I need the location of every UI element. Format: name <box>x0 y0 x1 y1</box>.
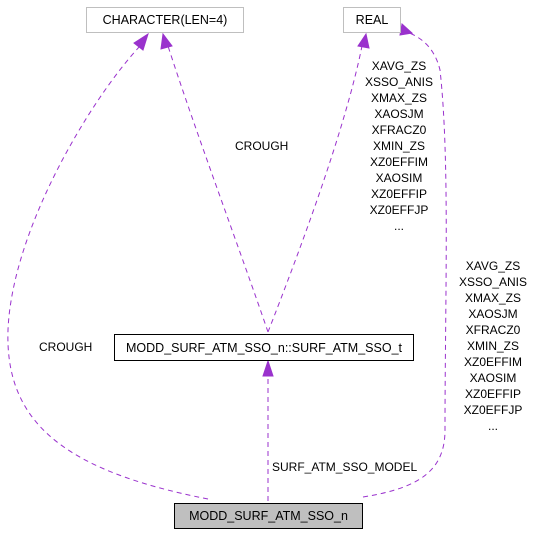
edge-label-item: XZ0EFFIM <box>369 155 428 169</box>
edge-label-item: XFRACZ0 <box>465 323 521 337</box>
edge-label-item: XMAX_ZS <box>370 91 427 105</box>
real-node-label: REAL <box>355 13 389 27</box>
sso-type-node-label: MODD_SURF_ATM_SSO_n::SURF_ATM_SSO_t <box>126 340 402 355</box>
character-node-label: CHARACTER(LEN=4) <box>102 13 228 27</box>
edge-label-crough-left: CROUGH <box>39 340 93 354</box>
edge-label-item: XSSO_ANIS <box>458 275 528 289</box>
edge-character-to-module-arrowhead <box>133 32 149 51</box>
edge-label-item: XAOSIM <box>375 171 423 185</box>
edge-label-item: XMAX_ZS <box>464 291 521 305</box>
edge-sso-type-to-module-arrowhead <box>262 359 274 377</box>
edge-label-item: ... <box>393 219 404 233</box>
character-node[interactable]: CHARACTER(LEN=4) <box>86 7 244 33</box>
edge-label-item: ... <box>487 419 498 433</box>
edge-label-item: XAVG_ZS <box>371 59 427 73</box>
edge-label-item: XSSO_ANIS <box>364 75 434 89</box>
edge-label-item: XZ0EFFIP <box>464 387 521 401</box>
edge-label-item: XZ0EFFIM <box>463 355 522 369</box>
edge-label-crough-middle: CROUGH <box>235 139 289 153</box>
edge-label-item: XFRACZ0 <box>371 123 427 137</box>
edge-label-item: XAVG_ZS <box>465 259 521 273</box>
sso-type-node[interactable]: MODD_SURF_ATM_SSO_n::SURF_ATM_SSO_t <box>114 334 414 361</box>
edge-label-item: XZ0EFFJP <box>369 203 429 217</box>
edge-real-to-module <box>362 29 447 498</box>
edge-real-to-module-arrowhead <box>399 23 414 36</box>
edge-character-to-module <box>7 45 209 500</box>
edge-label-item: XZ0EFFJP <box>463 403 523 417</box>
module-node[interactable]: MODD_SURF_ATM_SSO_n <box>174 503 363 529</box>
real-node[interactable]: REAL <box>343 7 401 33</box>
module-node-label: MODD_SURF_ATM_SSO_n <box>189 509 348 523</box>
edge-label-stack-real-to-module: XAVG_ZS XSSO_ANIS XMAX_ZS XAOSJM XFRACZ0… <box>446 258 540 434</box>
edge-label-item: XAOSJM <box>468 307 518 321</box>
edge-real-to-sso-type <box>267 45 363 333</box>
edge-character-to-sso-type-arrowhead <box>160 32 173 50</box>
edge-label-item: XMIN_ZS <box>372 139 425 153</box>
edge-label-stack-real-to-sso-type: XAVG_ZS XSSO_ANIS XMAX_ZS XAOSJM XFRACZ0… <box>352 58 446 234</box>
edge-label-item: XAOSIM <box>469 371 517 385</box>
edge-label-surf-atm-sso-model: SURF_ATM_SSO_MODEL <box>272 460 418 474</box>
edge-label-item: XMIN_ZS <box>466 339 519 353</box>
edge-label-item: XAOSJM <box>374 107 424 121</box>
edge-label-item: XZ0EFFIP <box>370 187 427 201</box>
edge-character-to-sso-type <box>167 45 269 333</box>
edge-real-to-sso-type-arrowhead <box>357 32 370 49</box>
